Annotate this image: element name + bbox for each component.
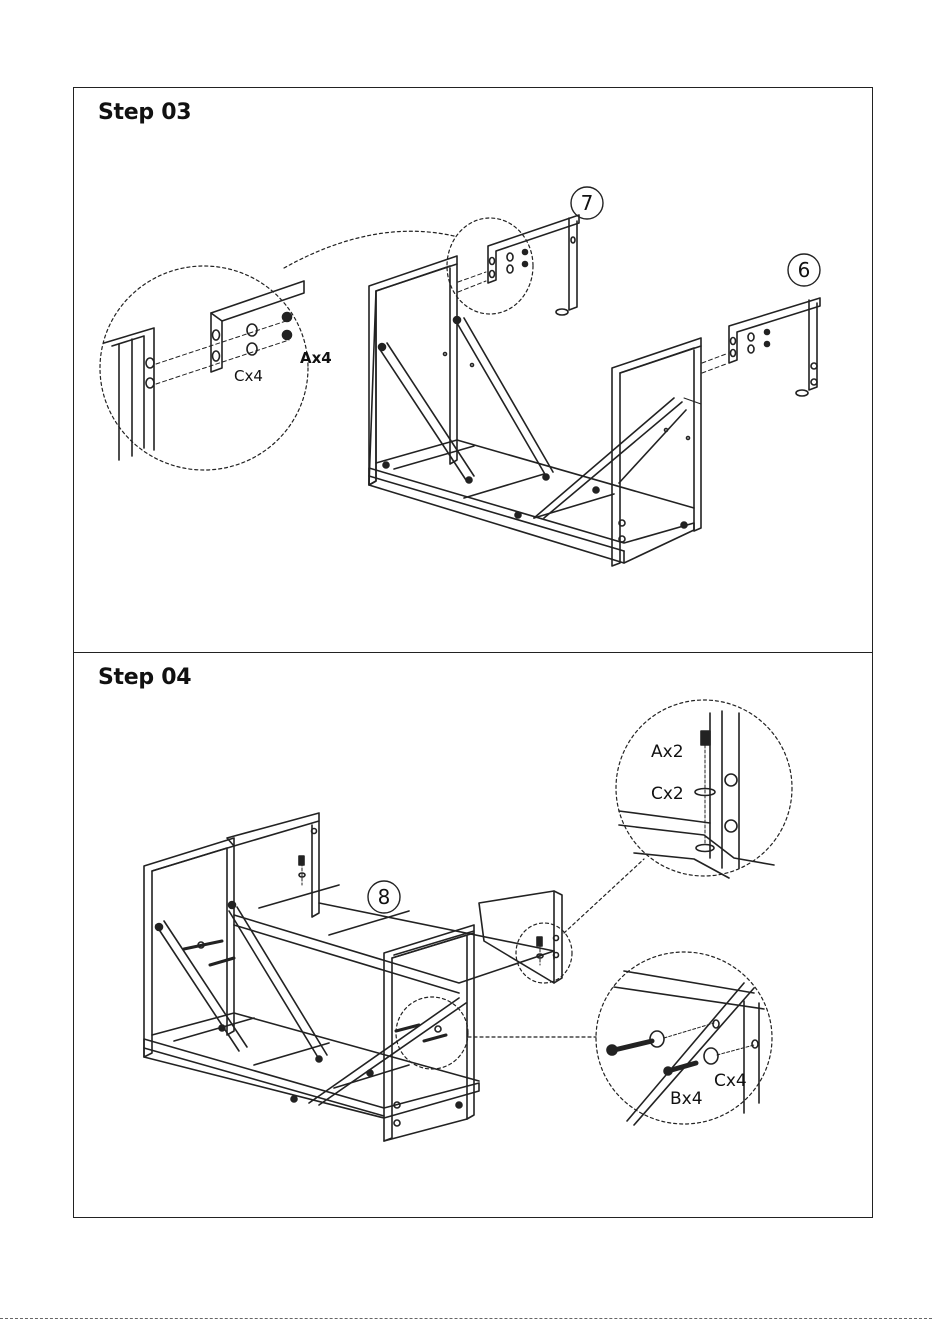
part-6-label: 6 (798, 258, 811, 282)
part-6-bracket: 6 (702, 254, 820, 396)
step-03-small-circle (447, 218, 533, 314)
step-04-small-circle-top (516, 923, 572, 983)
step-04-diagram: 8 Ax2 Cx2 (74, 653, 874, 1219)
step-04-main-frame: 8 (144, 813, 562, 1141)
step-04-panel: Step 04 (73, 652, 873, 1218)
step-04-hardware-c-bottom-label: Cx4 (714, 1071, 747, 1091)
step-03-diagram: Ax4 Cx4 7 (74, 88, 874, 654)
step-03-hardware-c-label: Cx4 (234, 367, 263, 385)
step-04-hardware-c-top-label: Cx2 (651, 784, 684, 804)
step-03-main-frame (369, 256, 701, 566)
step-04-hardware-b-label: Bx4 (670, 1089, 703, 1109)
step-03-detail-circle: Ax4 Cx4 (100, 231, 454, 470)
page-bottom-rule (0, 1318, 932, 1320)
step-03-hardware-a-label: Ax4 (300, 349, 332, 367)
part-7-label: 7 (581, 191, 594, 215)
step-04-detail-top: Ax2 Cx2 (616, 700, 792, 878)
step-04-hardware-a-label: Ax2 (651, 742, 684, 762)
step-03-panel: Step 03 Ax4 (73, 87, 873, 653)
step-04-detail-bottom: Bx4 Cx4 (596, 952, 772, 1125)
step-04-small-circle-bottom (396, 997, 468, 1069)
part-8-label: 8 (378, 885, 391, 909)
